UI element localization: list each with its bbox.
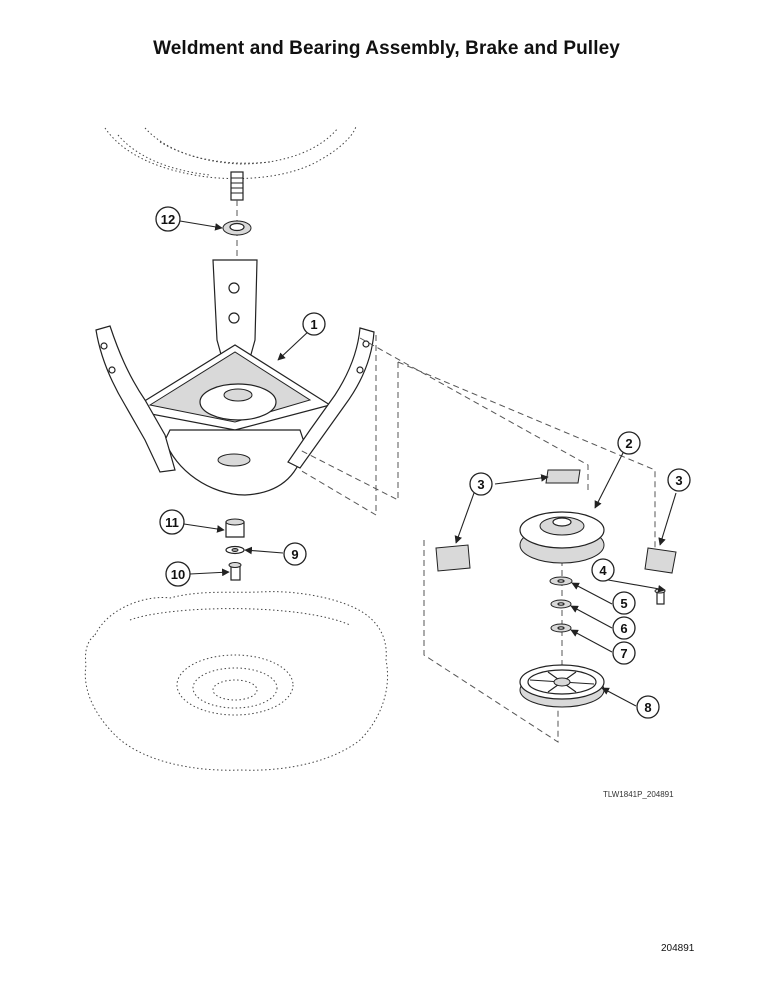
bearing-part-12 xyxy=(222,220,252,236)
callout-7: 7 xyxy=(612,641,636,665)
callout-11: 11 xyxy=(159,509,185,535)
callout-1: 1 xyxy=(302,312,326,336)
page-title: Weldment and Bearing Assembly, Brake and… xyxy=(153,38,620,59)
callout-label: 3 xyxy=(477,477,484,492)
screw-part-4 xyxy=(654,588,666,605)
callout-label: 3 xyxy=(675,473,682,488)
bottom-tub-outline xyxy=(84,591,389,771)
callout-3b: 3 xyxy=(667,468,691,492)
callout-label: 1 xyxy=(310,317,317,332)
callout-8: 8 xyxy=(636,695,660,719)
page-code: 204891 xyxy=(661,943,695,954)
brake-pad-part-3 xyxy=(435,469,677,574)
callout-6: 6 xyxy=(612,616,636,640)
callout-label: 4 xyxy=(599,563,607,578)
callout-12: 12 xyxy=(155,206,181,232)
callout-label: 6 xyxy=(620,621,627,636)
callout-label: 12 xyxy=(161,212,175,227)
drawing-code: TLW1841P_204891 xyxy=(603,790,674,799)
callout-label: 2 xyxy=(625,436,632,451)
callout-label: 10 xyxy=(171,567,185,582)
callout-label: 7 xyxy=(620,646,627,661)
washer-stack xyxy=(549,576,573,633)
callout-leaders xyxy=(179,220,677,707)
assembly-guide-lines xyxy=(299,335,656,743)
callout-10: 10 xyxy=(165,561,191,587)
callout-5: 5 xyxy=(612,591,636,615)
tub-outline xyxy=(104,125,357,180)
weldment-part-1 xyxy=(95,259,375,496)
callout-label: 11 xyxy=(165,515,179,530)
callout-4: 4 xyxy=(591,558,615,582)
callout-label: 8 xyxy=(644,700,651,715)
callout-3a: 3 xyxy=(469,472,493,496)
callout-9: 9 xyxy=(283,542,307,566)
callout-label: 9 xyxy=(291,547,298,562)
lower-fastener-stack xyxy=(225,518,245,581)
callout-label: 5 xyxy=(620,596,627,611)
brake-pulley-part-2 xyxy=(519,511,605,564)
callout-2: 2 xyxy=(617,431,641,455)
pulley-part-8 xyxy=(519,664,605,708)
